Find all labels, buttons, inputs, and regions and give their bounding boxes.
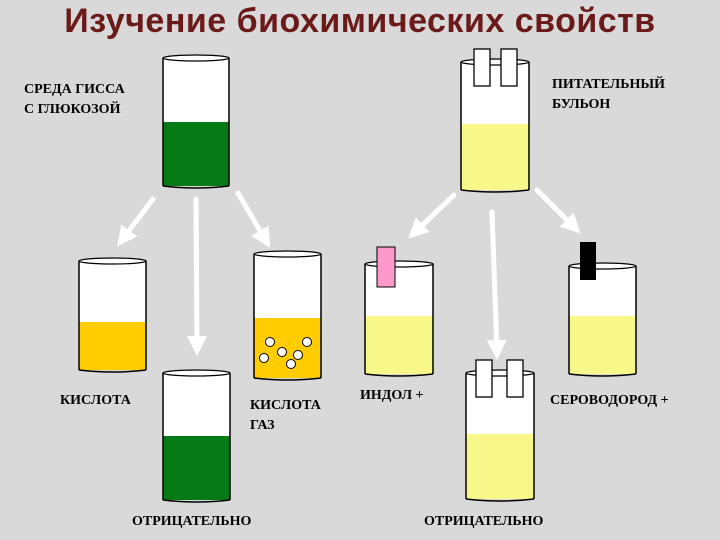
- label-negative-right: ОТРИЦАТЕЛЬНО: [424, 514, 544, 529]
- tube-negative-right: [465, 359, 535, 502]
- label-nutrient-broth: ПИТАТЕЛЬНЫЙ БУЛЬОН: [552, 77, 666, 112]
- tube-negative-left: [162, 369, 231, 503]
- gas-bubbles: [259, 337, 312, 369]
- h2s-strip: [580, 242, 596, 280]
- arrow-to-h2s: [534, 187, 581, 234]
- tube-acid-gas: [253, 250, 322, 381]
- tube-indole: [364, 246, 434, 377]
- label-acid-gas: КИСЛОТА ГАЗ: [250, 398, 321, 433]
- tube-giss-source: [162, 54, 230, 189]
- label-h2s-positive: СЕРОВОДОРОД +: [550, 393, 669, 408]
- arrow-to-negative-right: [486, 209, 507, 360]
- tube-acid: [78, 257, 147, 373]
- tube-h2s: [568, 242, 637, 377]
- label-indole-positive: ИНДОЛ +: [360, 388, 424, 403]
- arrow-to-acid: [117, 196, 156, 247]
- label-negative-left: ОТРИЦАТЕЛЬНО: [132, 514, 252, 529]
- tube-broth-source: [460, 48, 530, 193]
- arrow-to-acid-gas: [235, 190, 271, 248]
- arrow-to-indole: [408, 192, 457, 239]
- label-giss-medium: СРЕДА ГИССА С ГЛЮКОЗОЙ: [24, 82, 125, 117]
- page-title: Изучение биохимических свойств: [64, 2, 656, 40]
- arrow-to-negative-left: [186, 196, 207, 356]
- label-acid: КИСЛОТА: [60, 393, 131, 408]
- indole-strip: [376, 246, 396, 288]
